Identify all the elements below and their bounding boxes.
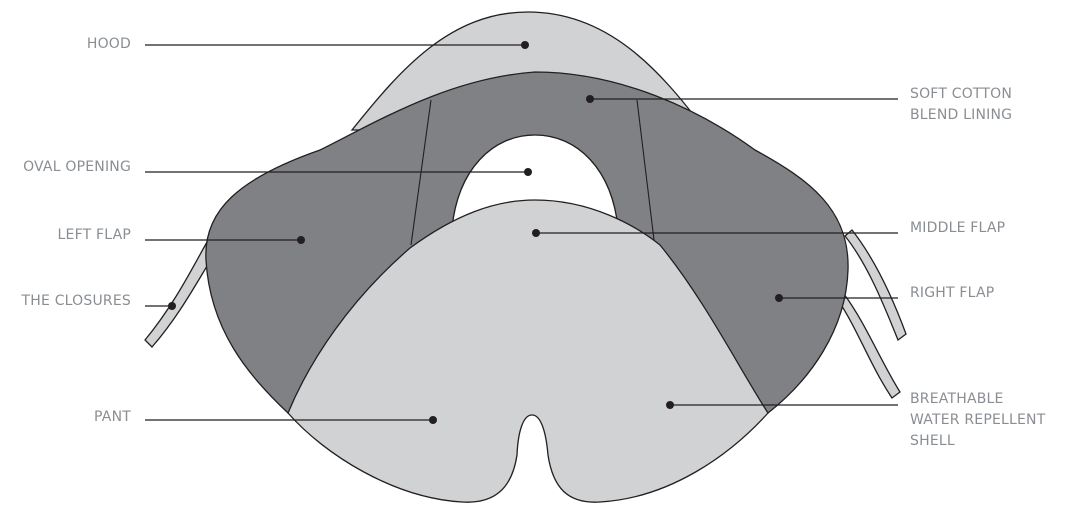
shell-dot [666, 401, 674, 409]
closures-dot [168, 302, 176, 310]
label-soft-cotton-line2: BLEND LINING [910, 105, 1012, 126]
label-shell-line1: BREATHABLE [910, 389, 1045, 410]
label-shell-line3: SHELL [910, 431, 1045, 452]
hood-dot [521, 41, 529, 49]
label-oval-opening: OVAL OPENING [23, 157, 131, 178]
label-hood: HOOD [87, 34, 131, 55]
left-flap-dot [297, 236, 305, 244]
middle-flap-dot [532, 229, 540, 237]
label-breathable-shell: BREATHABLE WATER REPELLENT SHELL [910, 389, 1045, 452]
label-shell-line2: WATER REPELLENT [910, 410, 1045, 431]
soft-cotton-dot [586, 95, 594, 103]
label-left-flap: LEFT FLAP [58, 225, 131, 246]
label-pant-text: PANT [94, 407, 131, 428]
label-hood-text: HOOD [87, 34, 131, 55]
label-the-closures-text: THE CLOSURES [22, 291, 131, 312]
label-soft-cotton-line1: SOFT COTTON [910, 84, 1012, 105]
label-right-flap-text: RIGHT FLAP [910, 283, 994, 304]
label-middle-flap: MIDDLE FLAP [910, 218, 1005, 239]
pant-dot [429, 416, 437, 424]
label-soft-cotton-lining: SOFT COTTON BLEND LINING [910, 84, 1012, 126]
label-right-flap: RIGHT FLAP [910, 283, 994, 304]
label-left-flap-text: LEFT FLAP [58, 225, 131, 246]
oval-opening-dot [524, 168, 532, 176]
label-pant: PANT [94, 407, 131, 428]
right-flap-dot [775, 294, 783, 302]
label-middle-flap-text: MIDDLE FLAP [910, 218, 1005, 239]
label-the-closures: THE CLOSURES [22, 291, 131, 312]
label-oval-opening-text: OVAL OPENING [23, 157, 131, 178]
